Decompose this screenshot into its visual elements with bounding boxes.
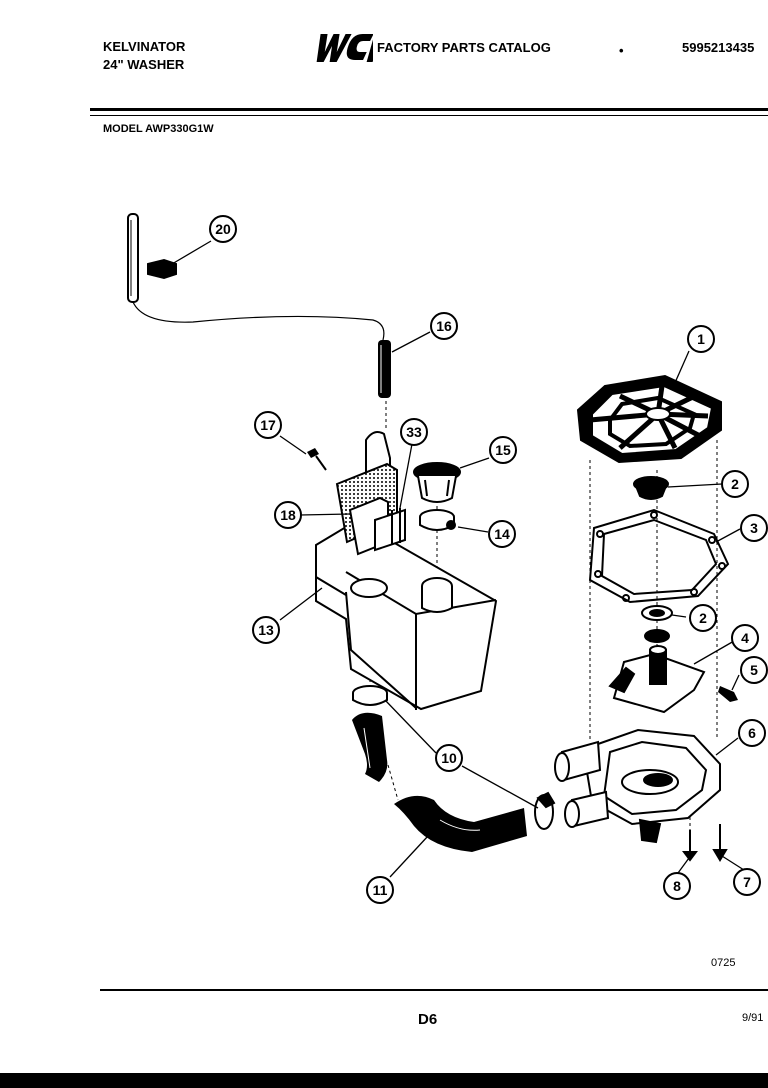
revision-date: 9/91 <box>742 1012 764 1024</box>
callout-18: 18 <box>274 501 302 529</box>
part-2-seal-lower <box>641 605 673 643</box>
callout-33: 33 <box>400 418 428 446</box>
part-3-gasket <box>588 508 730 604</box>
callout-2: 2 <box>689 604 717 632</box>
callout-3: 3 <box>740 514 768 542</box>
callout-4: 4 <box>731 624 759 652</box>
callout-8: 8 <box>663 872 691 900</box>
callout-bubbles: 20 16 1 17 33 15 2 18 14 3 2 13 45 10 6 11 8 7 <box>209 215 768 904</box>
part-16-tube <box>378 340 391 398</box>
callout-13: 13 <box>252 616 280 644</box>
callout-label: 6 <box>748 725 756 741</box>
callout-label: 8 <box>673 878 681 894</box>
callout-17: 17 <box>254 411 282 439</box>
part-6-pump-housing <box>554 728 721 844</box>
callout-15: 15 <box>489 436 517 464</box>
part-4-impeller <box>608 645 706 714</box>
callout-14: 14 <box>488 520 516 548</box>
catalog-title: FACTORY PARTS CATALOG <box>377 40 551 55</box>
callout-5: 5 <box>740 656 768 684</box>
callout-7: 7 <box>733 868 761 896</box>
part-8-screw <box>682 830 698 862</box>
bullet-dot: • <box>619 43 624 58</box>
callout-6: 6 <box>738 719 766 747</box>
callout-16: 16 <box>430 312 458 340</box>
callout-label: 16 <box>436 318 452 334</box>
drawing-number: 0725 <box>711 957 736 969</box>
callout-label: 15 <box>495 442 511 458</box>
air-hose <box>132 301 385 341</box>
wci-logo <box>316 34 373 62</box>
callout-label: 20 <box>215 221 231 237</box>
callout-10: 10 <box>435 744 463 772</box>
part-15-cap <box>413 462 461 503</box>
callout-label: 3 <box>750 520 758 536</box>
model-number: MODEL AWP330G1W <box>103 123 214 135</box>
callout-label: 4 <box>741 630 749 646</box>
catalog-part-number: 5995213435 <box>682 40 755 55</box>
callout-label: 5 <box>750 662 758 678</box>
part-13-dispenser-tank <box>315 519 498 711</box>
part-1-filter-cover <box>576 374 722 464</box>
part-11-hoses <box>352 712 527 852</box>
callout-label: 14 <box>494 526 510 542</box>
callout-label: 1 <box>697 331 705 347</box>
part-33-bracket <box>335 431 406 556</box>
callout-label: 13 <box>258 622 274 638</box>
callout-1: 1 <box>687 325 715 353</box>
callout-label: 7 <box>743 874 751 890</box>
brand-name: KELVINATOR <box>103 39 186 54</box>
callout-label: 2 <box>731 476 739 492</box>
callout-label: 33 <box>406 424 422 440</box>
part-14-clamp <box>419 509 456 531</box>
part-17-screw <box>307 448 327 471</box>
callout-label: 2 <box>699 610 707 626</box>
callout-2: 2 <box>721 470 749 498</box>
callout-11: 11 <box>366 876 394 904</box>
callout-label: 17 <box>260 417 276 433</box>
leader-lines <box>171 240 745 878</box>
product-name: 24" WASHER <box>103 57 185 72</box>
header-rule-thick <box>90 108 768 111</box>
callout-label: 11 <box>373 882 388 898</box>
part-10-clamp <box>352 685 556 830</box>
footer-rule <box>100 989 768 991</box>
part-7-screw <box>712 824 728 862</box>
header-rule-thin <box>90 115 768 116</box>
part-2-seal-upper <box>633 476 669 500</box>
part-5-screw <box>718 686 738 702</box>
part-20-sensor-tube <box>127 213 177 303</box>
callout-20: 20 <box>209 215 237 243</box>
page-number: D6 <box>418 1011 438 1028</box>
callout-label: 10 <box>441 750 457 766</box>
callout-label: 18 <box>280 507 296 523</box>
